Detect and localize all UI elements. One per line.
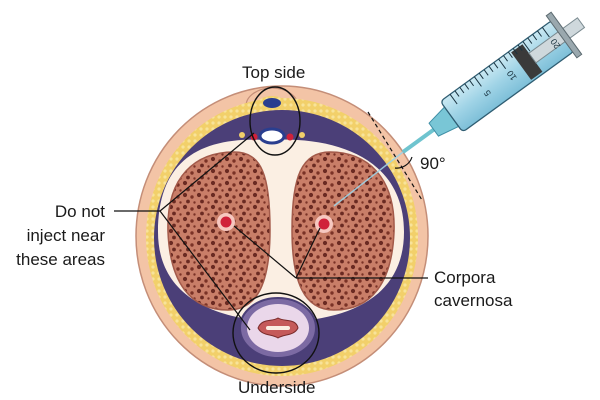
- syringe-mark-10: 10: [505, 68, 519, 82]
- label-angle: 90°: [420, 154, 446, 173]
- label-warning-line3: these areas: [16, 250, 105, 269]
- syringe: 5 10 20: [401, 11, 586, 154]
- syringe-mark-5: 5: [482, 88, 493, 98]
- syringe-graduations: [449, 27, 550, 105]
- needle-track: [333, 151, 404, 207]
- cavernous-artery-left-core: [220, 216, 232, 228]
- label-underside: Underside: [238, 378, 316, 397]
- syringe-flange: [545, 11, 583, 59]
- corpora-leader-right: [295, 227, 321, 279]
- corpus-cavernosum-left: [167, 151, 271, 311]
- corpora-leader-left: [233, 225, 297, 279]
- syringe-plunger-rod: [528, 17, 586, 64]
- cavernous-artery-right-core: [318, 218, 330, 230]
- syringe-plunger-seal: [511, 44, 543, 80]
- deep-dorsal-vein: [258, 127, 286, 145]
- dorsal-artery-right: [286, 133, 294, 141]
- dorsal-nerve-left: [239, 132, 245, 138]
- avoid-area-top: [249, 86, 301, 156]
- avoid-area-underside: [232, 292, 320, 374]
- surface-tangent-line: [367, 111, 423, 201]
- dorsal-nerve-right: [299, 132, 305, 138]
- label-corpora-line2: cavernosa: [434, 291, 513, 310]
- label-top-side: Top side: [242, 63, 306, 82]
- corpus-cavernosum-right: [291, 151, 395, 311]
- angle-arc: [394, 156, 413, 169]
- warning-leader-top: [159, 132, 255, 212]
- label-warning-line2: inject near: [26, 226, 105, 245]
- urethra-lumen: [266, 326, 290, 330]
- warning-leader-bottom: [159, 210, 251, 331]
- label-corpora-line1: Corpora: [434, 268, 496, 287]
- dorsal-vein-superficial: [263, 98, 281, 108]
- label-warning-line1: Do not: [54, 202, 105, 221]
- syringe-needle: [401, 128, 435, 154]
- syringe-mark-20: 20: [548, 37, 562, 51]
